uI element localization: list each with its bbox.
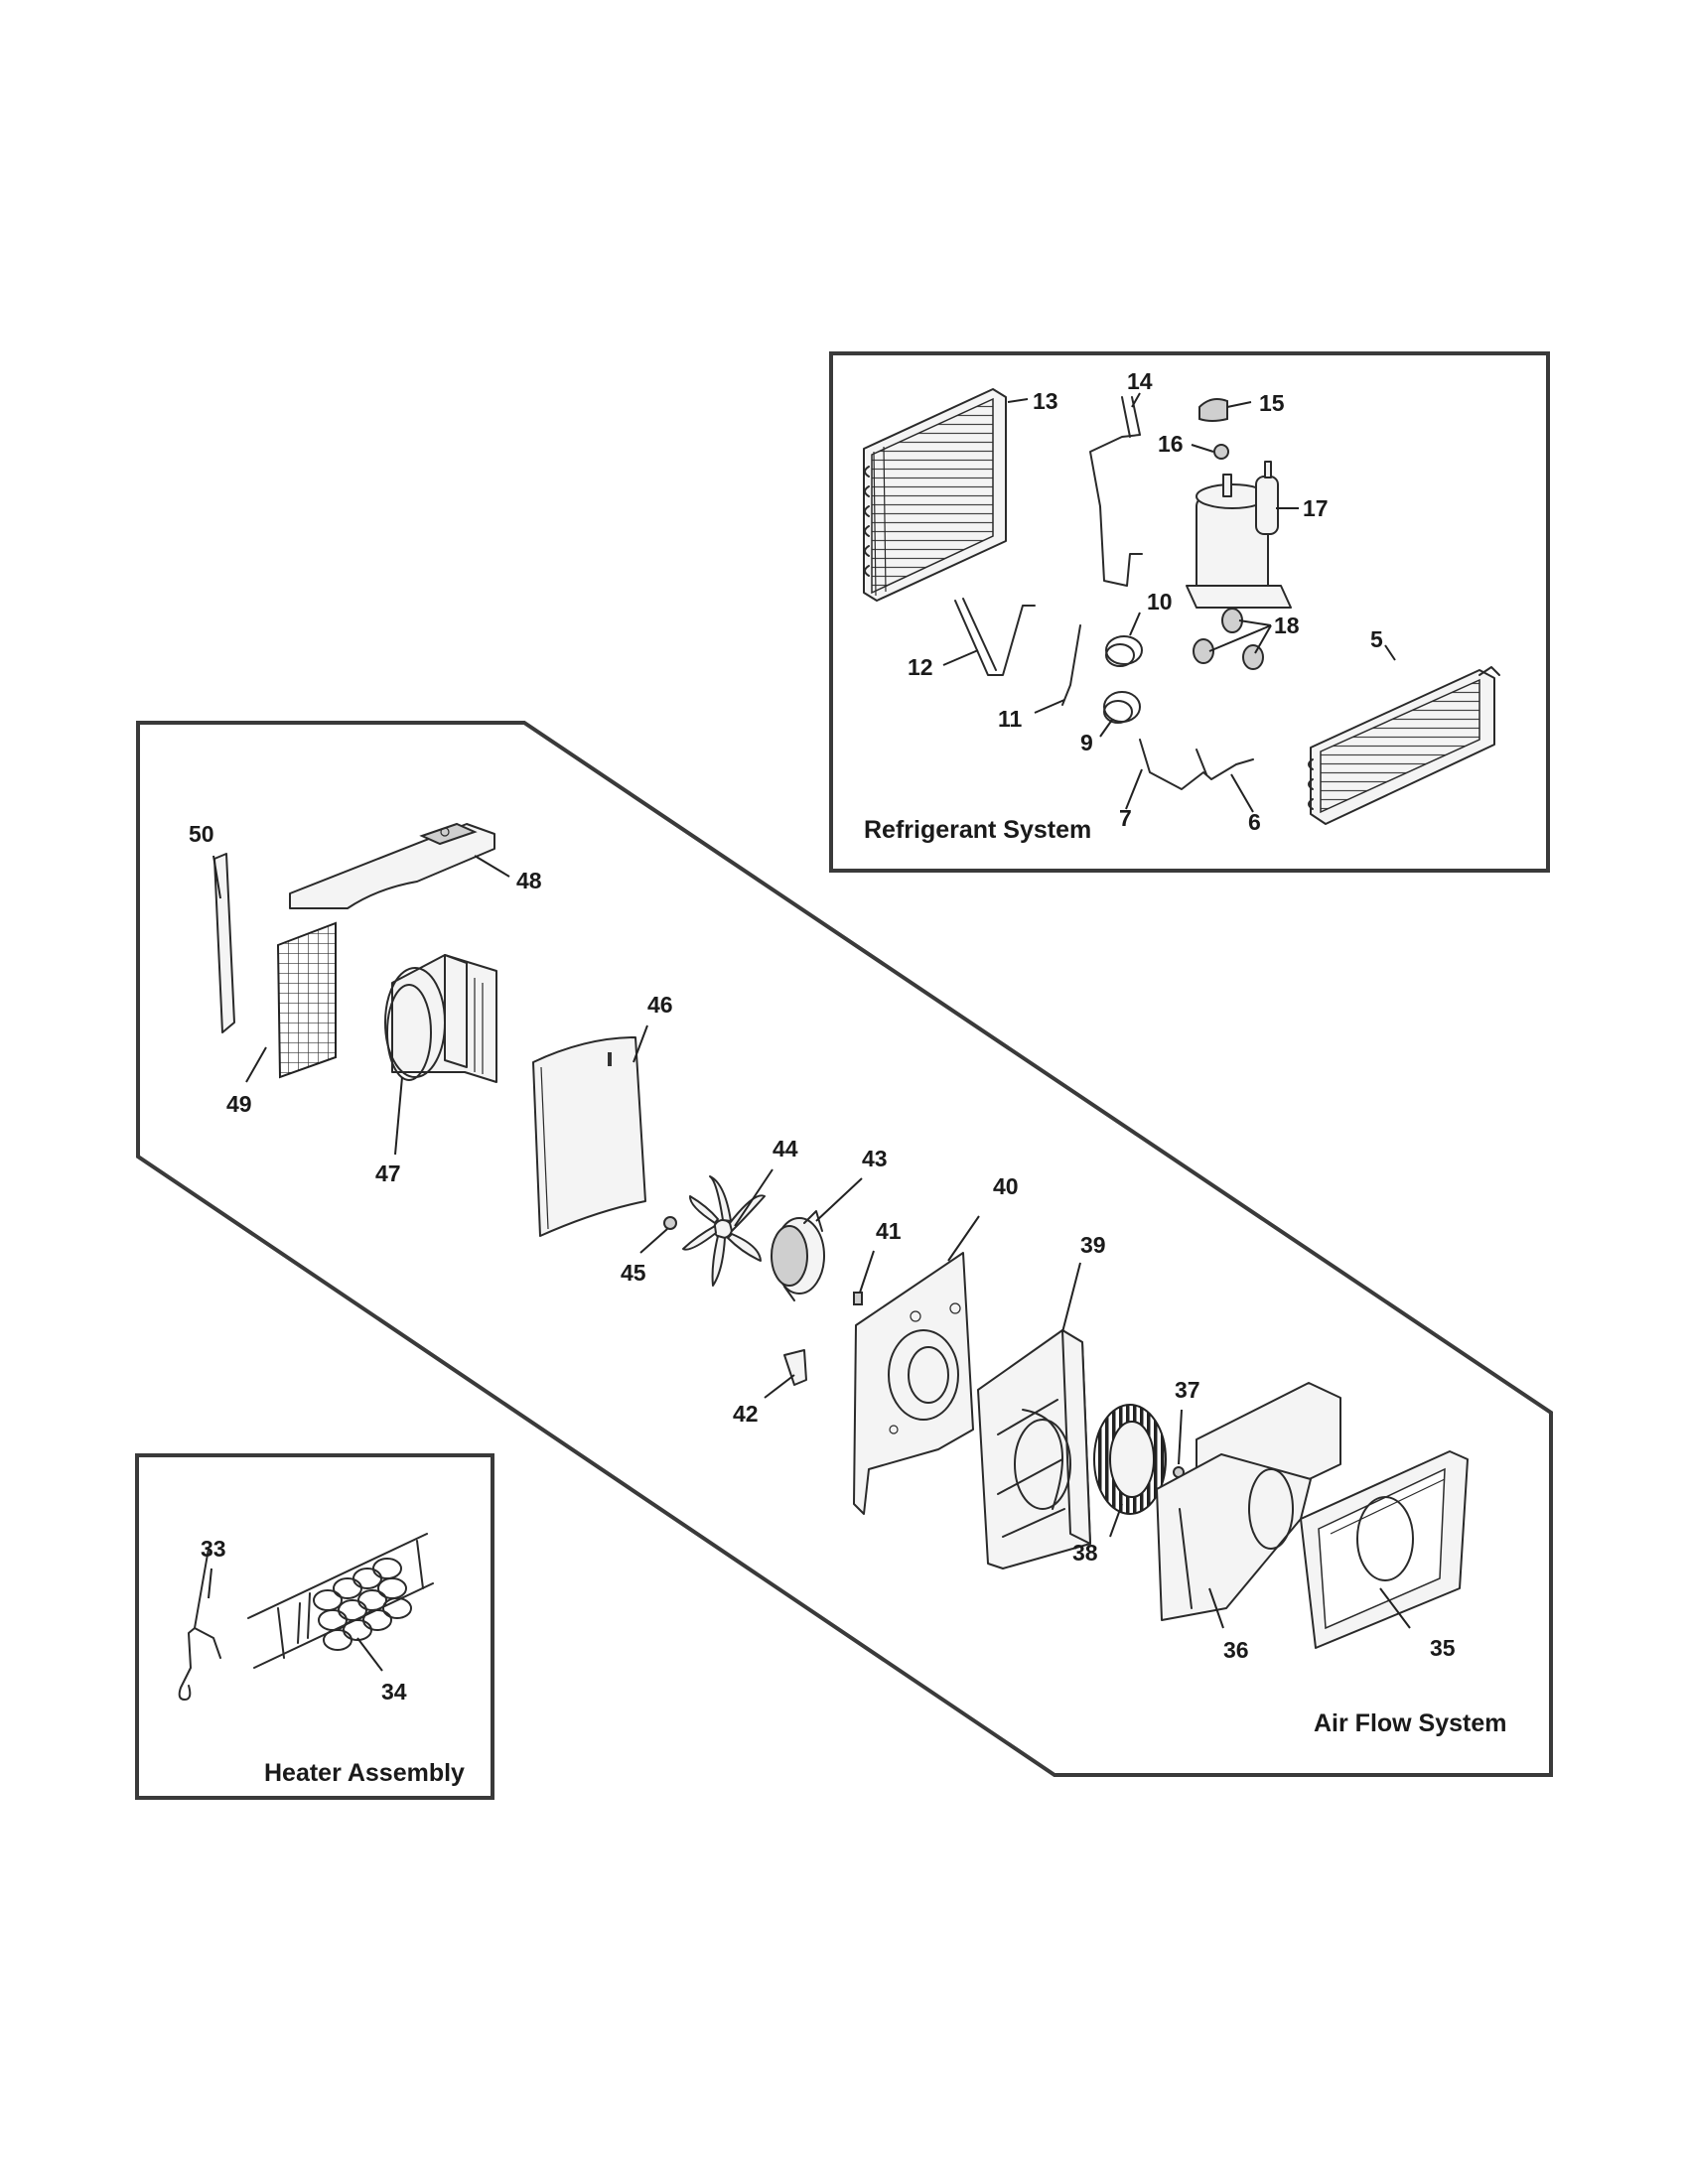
callout-47: 47 xyxy=(375,1160,401,1186)
refrigerant-leaders xyxy=(942,392,1396,813)
callout-38: 38 xyxy=(1072,1540,1098,1566)
part-39-blower-housing[interactable] xyxy=(977,1329,1091,1570)
callout-37: 37 xyxy=(1175,1377,1200,1403)
callout-18: 18 xyxy=(1274,613,1300,638)
callout-14: 14 xyxy=(1127,368,1153,394)
callout-49: 49 xyxy=(226,1091,252,1117)
part-46-barrier[interactable] xyxy=(532,1036,646,1237)
callout-39: 39 xyxy=(1080,1232,1106,1258)
callout-35: 35 xyxy=(1430,1635,1456,1661)
callout-15: 15 xyxy=(1259,390,1285,416)
part-17-compressor[interactable] xyxy=(1186,461,1292,609)
callout-43: 43 xyxy=(862,1146,888,1171)
part-35-front-frame[interactable] xyxy=(1300,1450,1469,1649)
refrigerant-callouts: 13 14 15 16 17 10 18 5 12 11 9 7 6 xyxy=(908,368,1383,835)
part-15-clamp[interactable] xyxy=(1198,398,1228,422)
callout-13: 13 xyxy=(1033,388,1058,414)
refrigerant-system-panel: 13 14 15 16 17 10 18 5 12 11 9 7 6 Refri… xyxy=(829,351,1550,873)
callout-16: 16 xyxy=(1158,431,1184,457)
part-48-top-cover[interactable] xyxy=(289,822,495,909)
callout-10: 10 xyxy=(1147,589,1173,614)
callout-41: 41 xyxy=(876,1218,902,1244)
air-flow-system-title: Air Flow System xyxy=(1314,1709,1507,1737)
part-10-coil[interactable] xyxy=(1105,635,1143,667)
part-13-evaporator-coil[interactable] xyxy=(863,388,1007,602)
airflow-leaders xyxy=(212,855,1411,1629)
callout-9: 9 xyxy=(1080,730,1093,755)
callout-40: 40 xyxy=(993,1173,1019,1199)
callout-33: 33 xyxy=(201,1536,226,1562)
callout-34: 34 xyxy=(381,1679,407,1705)
part-34-heater-element[interactable] xyxy=(247,1533,434,1669)
part-18-grommets[interactable] xyxy=(1193,608,1264,670)
part-14-tube[interactable] xyxy=(1089,396,1143,587)
part-16-nut[interactable] xyxy=(1213,444,1229,460)
callout-11: 11 xyxy=(998,706,1023,732)
part-12-tube[interactable] xyxy=(954,600,1036,676)
callout-5: 5 xyxy=(1370,626,1383,652)
callout-6: 6 xyxy=(1248,809,1261,835)
part-45-nut[interactable] xyxy=(663,1216,677,1230)
callout-36: 36 xyxy=(1223,1637,1249,1663)
callout-44: 44 xyxy=(773,1136,798,1161)
callout-17: 17 xyxy=(1303,495,1329,521)
part-7-6-tube[interactable] xyxy=(1139,739,1254,790)
heater-leaders xyxy=(208,1568,383,1672)
airflow-callouts: 50 48 49 47 46 44 43 40 41 39 45 42 37 3… xyxy=(189,821,1456,1663)
air-flow-system-panel: 50 48 49 47 46 44 43 40 41 39 45 42 37 3… xyxy=(136,721,1553,1777)
callout-50: 50 xyxy=(189,821,214,847)
part-36-air-duct[interactable] xyxy=(1156,1382,1341,1621)
callout-45: 45 xyxy=(621,1260,646,1286)
part-44-fan-blade[interactable] xyxy=(682,1175,766,1287)
part-11-capillary[interactable] xyxy=(1061,624,1081,706)
part-49-filter[interactable] xyxy=(276,921,337,1079)
callout-48: 48 xyxy=(516,868,542,893)
callout-7: 7 xyxy=(1119,805,1132,831)
part-33-wire-harness[interactable] xyxy=(178,1548,221,1701)
refrigerant-system-title: Refrigerant System xyxy=(864,816,1091,844)
part-40-bulkhead[interactable] xyxy=(853,1252,974,1515)
part-9-coil[interactable] xyxy=(1103,691,1141,724)
part-47-shroud[interactable] xyxy=(384,954,497,1083)
callout-46: 46 xyxy=(647,992,673,1018)
callout-12: 12 xyxy=(908,654,933,680)
part-42-bracket[interactable] xyxy=(783,1349,807,1386)
part-38-blower-wheel[interactable] xyxy=(1093,1404,1167,1515)
heater-assembly-title: Heater Assembly xyxy=(264,1759,465,1787)
heater-assembly-panel: 33 34 Heater Assembly xyxy=(135,1453,494,1800)
part-41-clip[interactable] xyxy=(853,1292,863,1305)
part-5-condenser-coil[interactable] xyxy=(1308,666,1500,825)
part-43-fan-motor[interactable] xyxy=(771,1210,825,1301)
callout-42: 42 xyxy=(733,1401,759,1427)
